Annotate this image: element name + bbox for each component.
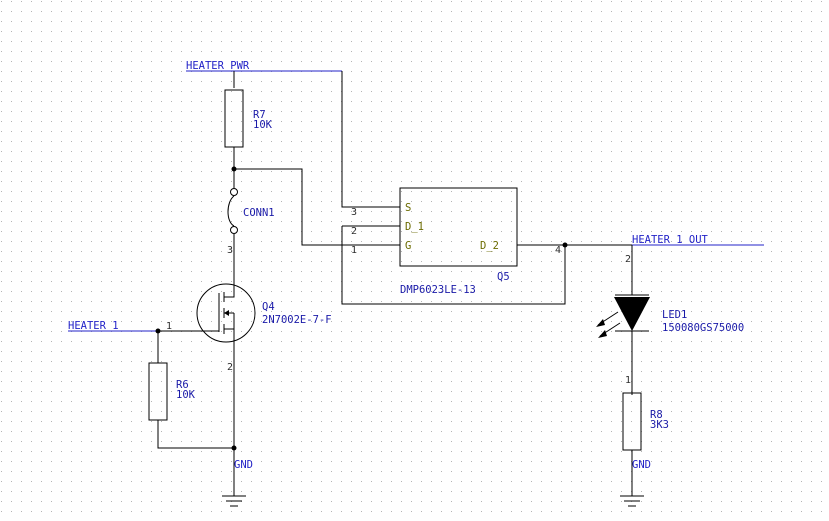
resistor-r6[interactable]: R6 10K <box>148 331 234 449</box>
q5-ref-label: Q5 <box>497 271 510 283</box>
r6-ref-label: R6 <box>176 379 189 391</box>
resistor-r8[interactable]: R8 3K3 <box>622 392 669 496</box>
wire-to-q5-gate[interactable] <box>234 168 400 246</box>
q5-pin-name-s: S <box>405 202 411 214</box>
ground-right[interactable]: GND <box>620 459 651 507</box>
gnd-label-right: GND <box>632 459 651 471</box>
q4-pin-source: 2 <box>227 362 233 373</box>
led1-ref-label: LED1 <box>662 309 687 321</box>
q4-pin-drain: 3 <box>227 245 233 256</box>
q4-value-label: 2N7002E-7-F <box>262 314 332 326</box>
conn1-ref-label: CONN1 <box>243 207 275 219</box>
net-label-heater-pwr: HEATER_PWR <box>186 60 250 72</box>
transistor-q4[interactable]: Q4 2N7002E-7-F 3 1 2 <box>158 245 332 456</box>
net-label-heater-1: HEATER_1 <box>68 320 119 332</box>
q5-value-label: DMP6023LE-13 <box>400 284 476 296</box>
q4-pin-gate: 1 <box>166 321 172 332</box>
q5-pin-num-d1: 2 <box>351 226 357 237</box>
q5-pin-name-g: G <box>405 240 411 252</box>
r7-ref-label: R7 <box>253 109 266 121</box>
net-heater-1-out[interactable]: HEATER_1_OUT <box>562 234 765 248</box>
net-label-heater-1-out: HEATER_1_OUT <box>632 234 709 246</box>
q5-pin-name-d1: D_1 <box>405 221 424 233</box>
q5-pin-num-g: 1 <box>351 245 357 256</box>
r8-ref-label: R8 <box>650 409 663 421</box>
led1-pin-top: 2 <box>625 254 631 265</box>
q5-pin-num-d2: 4 <box>555 245 561 256</box>
r8-value-label: 3K3 <box>650 419 669 431</box>
ground-left[interactable]: GND <box>222 445 253 507</box>
q5-pin-num-s: 3 <box>351 207 357 218</box>
q5-pin-name-d2: D_2 <box>480 240 499 252</box>
q4-ref-label: Q4 <box>262 301 275 313</box>
led-led1[interactable]: 2 1 LED1 150080GS75000 <box>596 245 744 395</box>
net-heater-pwr[interactable]: HEATER_PWR <box>186 60 400 208</box>
connector-conn1[interactable]: CONN1 <box>227 169 275 286</box>
transistor-q5[interactable]: S D_1 G D_2 3 2 1 4 Q5 DMP6023LE-13 <box>341 187 566 305</box>
q5-body <box>399 187 518 267</box>
led1-pin-bottom: 1 <box>625 375 631 386</box>
led1-value-label: 150080GS75000 <box>662 322 744 334</box>
r6-value-label: 10K <box>176 389 196 401</box>
resistor-r7[interactable]: R7 10K <box>224 89 273 170</box>
r7-value-label: 10K <box>253 119 273 131</box>
gnd-label-left: GND <box>234 459 253 471</box>
